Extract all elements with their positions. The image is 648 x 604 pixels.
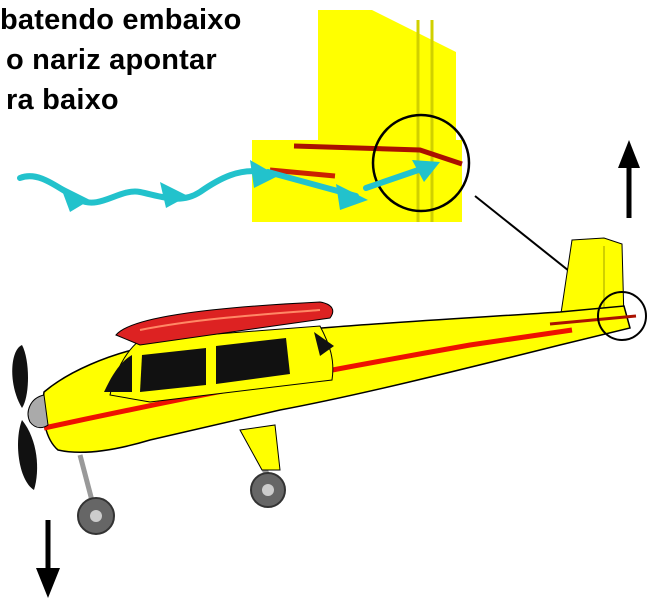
propeller-icon [12,345,38,490]
window-2 [216,338,290,384]
inset-elevator-stripe [293,143,463,167]
inset-elevator-lower [269,167,336,179]
rear-gear-leg [239,424,281,471]
caption-line-2: o nariz apontar [6,44,217,76]
airflow-head-5 [412,160,440,182]
caption-line-3: ra baixo [6,84,119,116]
tail-fin [559,237,625,321]
airplane [12,237,647,535]
airflow-wave [17,168,265,206]
window-front [104,355,132,392]
magnifier-circle-large [371,113,471,213]
wheel-front [77,497,115,535]
airflow-head-1 [60,185,90,212]
tail-inset [252,10,619,311]
window-1 [140,348,206,392]
magnifier-circle-small [597,291,647,341]
airflow-head-2 [160,182,188,208]
caption-text: batendo embaixo o nariz apontar ra baixo [0,0,242,120]
window-rear [314,332,334,356]
spinner [27,394,49,429]
airflow-head-4 [336,184,368,210]
wheel-rear [250,472,286,508]
tail-stripe [549,314,637,326]
airflow-arrowheads [60,160,440,212]
caption-line-1: batendo embaixo [0,4,242,36]
airflow-head-3 [250,160,278,188]
arrow-down-icon [36,520,60,598]
arrow-up-icon [618,140,640,218]
wing-highlight [139,309,321,331]
